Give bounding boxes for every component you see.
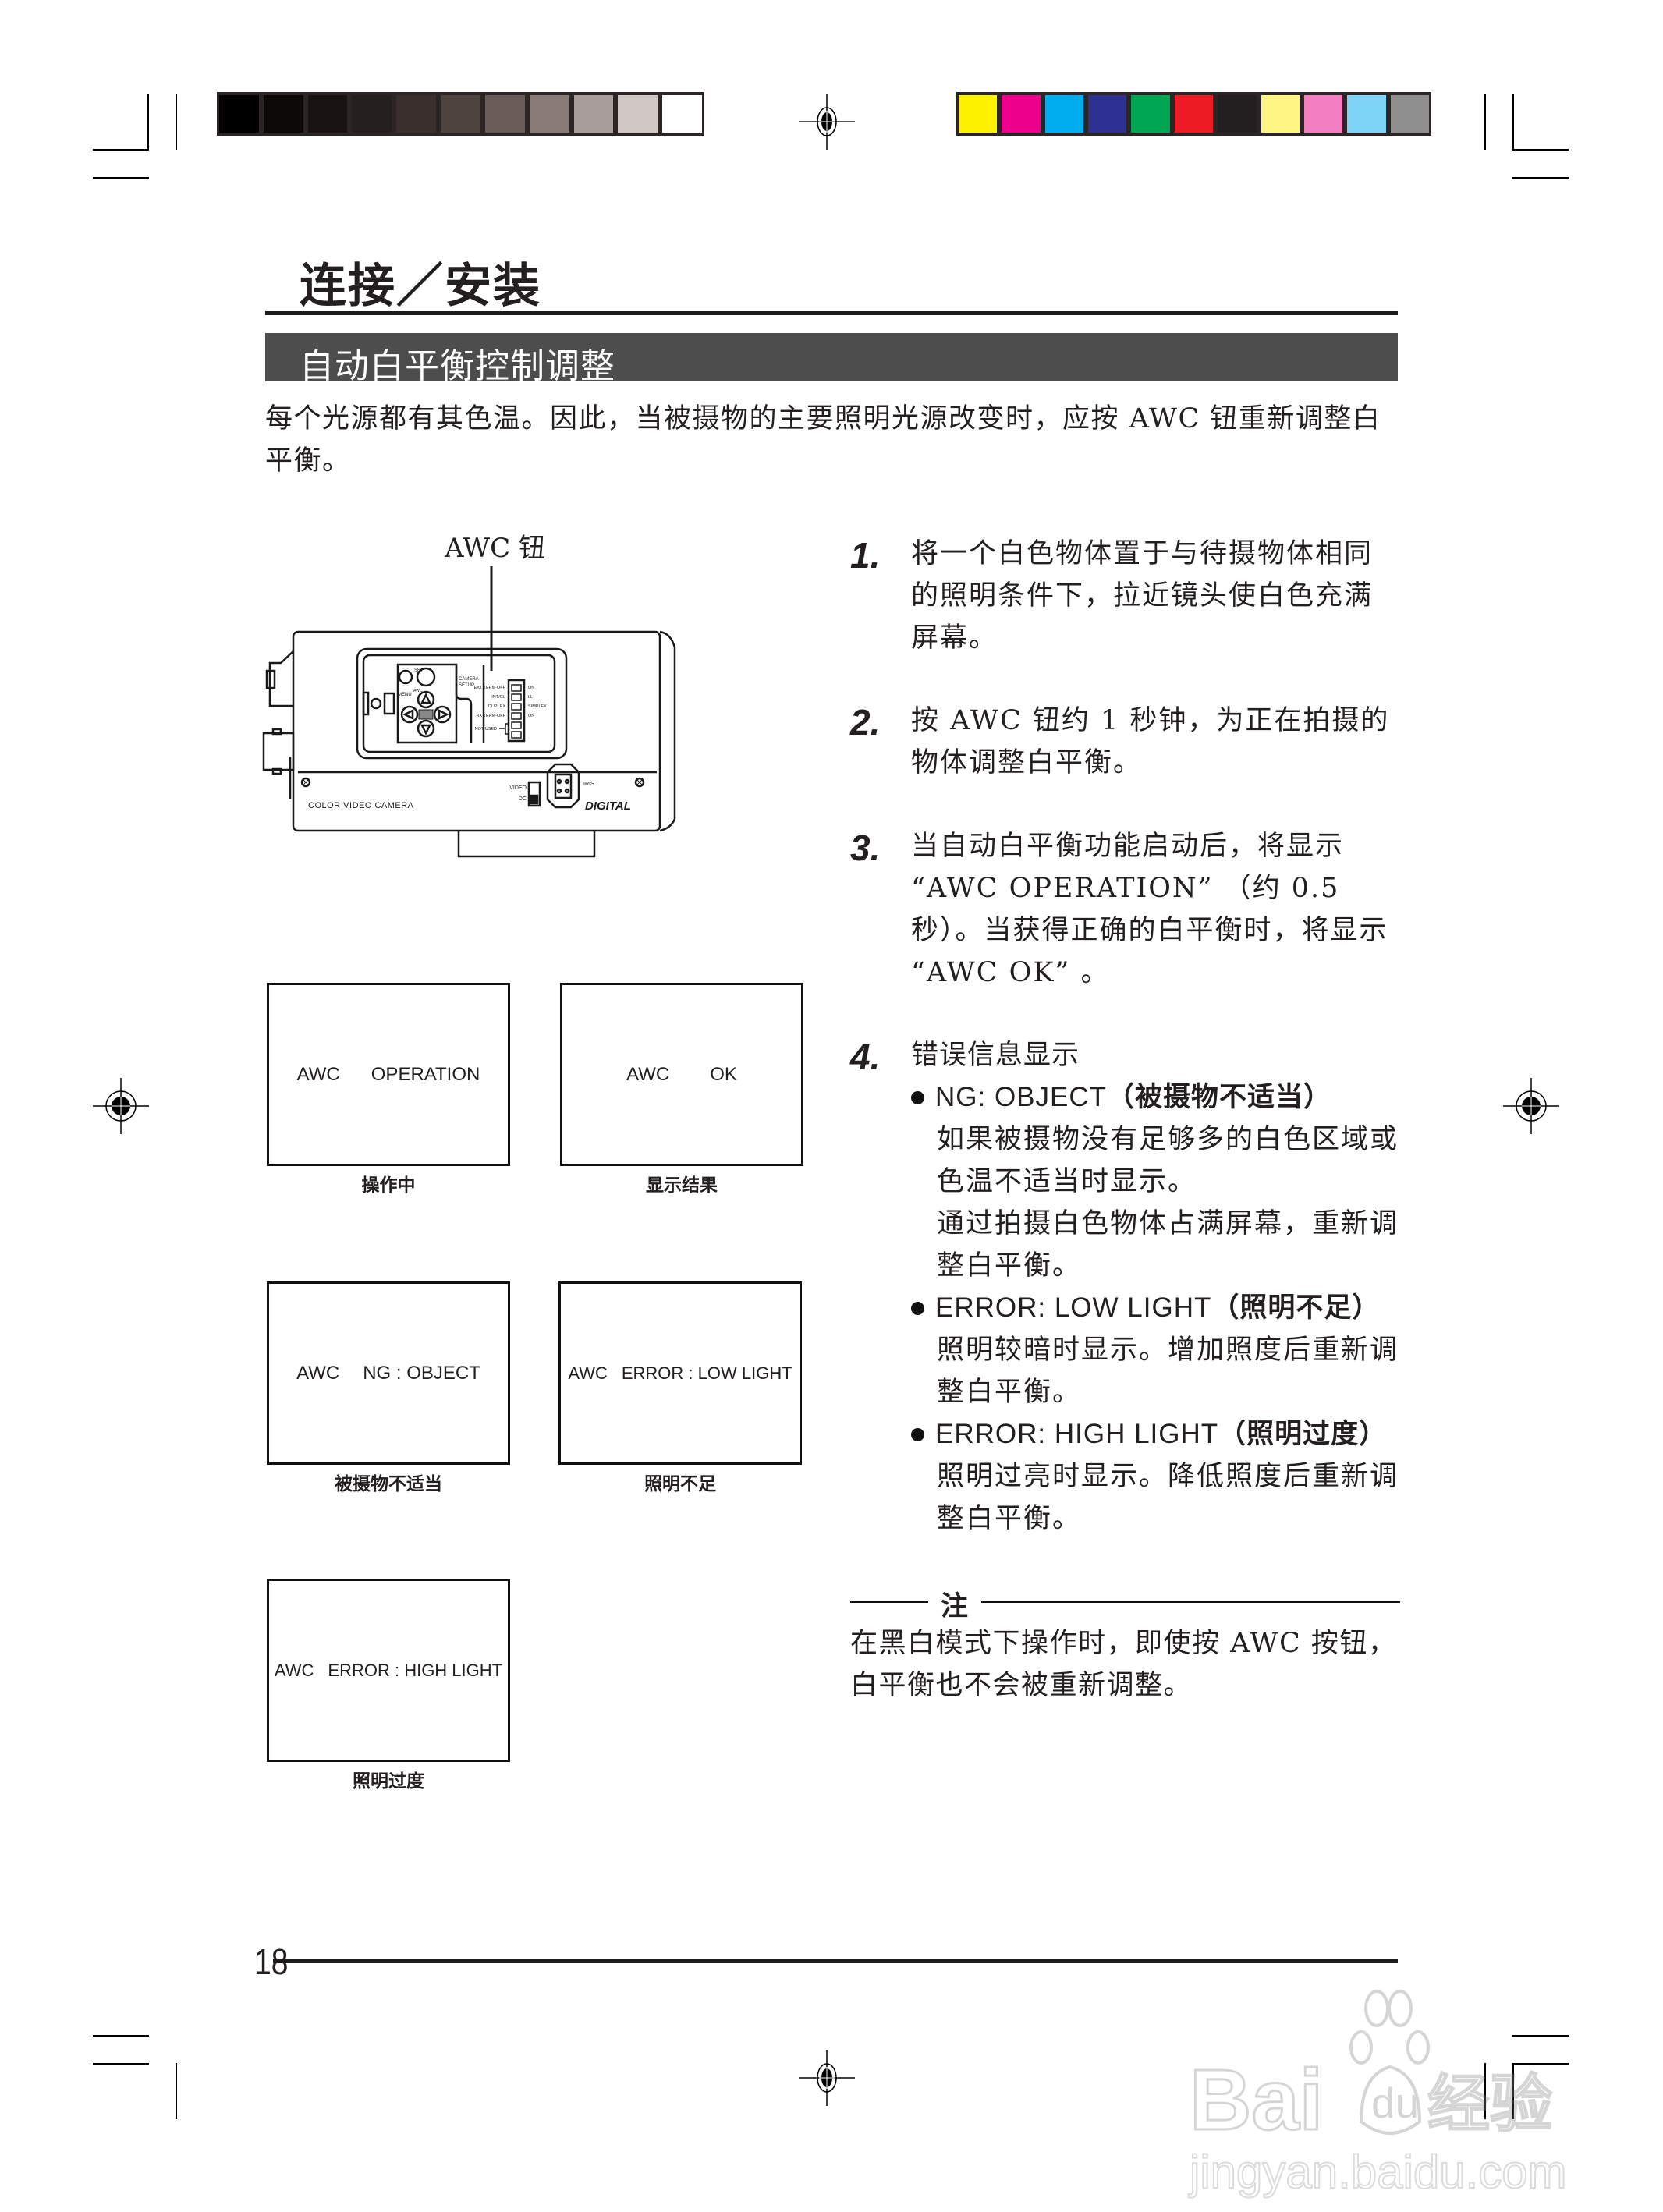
color-swatch: [1303, 95, 1343, 133]
step-text: 将一个白色物体置于与待摄物体相同的照明条件下，拉近镜头使白色充满屏幕。: [911, 538, 1374, 654]
svg-text:SETUP: SETUP: [459, 683, 474, 688]
baidu-watermark-logo: Bai du 经验 jingyan.baidu.com: [1187, 1990, 1568, 2199]
svg-text:jingyan.baidu.com: jingyan.baidu.com: [1188, 2146, 1567, 2198]
color-bar: [956, 92, 1431, 136]
monitor-caption: 照明过度: [353, 1771, 424, 1792]
color-swatch: [573, 95, 614, 133]
monitor-caption: 操作中: [361, 1175, 416, 1196]
svg-text:ON: ON: [528, 714, 534, 718]
step-1: 1. 将一个白色物体置于与待摄物体相同的照明条件下，拉近镜头使白色充满屏幕。: [850, 533, 1400, 659]
svg-text:DC: DC: [519, 796, 527, 802]
svg-text:du: du: [1371, 2079, 1419, 2127]
step-number: 2.: [850, 702, 881, 743]
svg-text:COLOR VIDEO CAMERA: COLOR VIDEO CAMERA: [308, 801, 414, 810]
intro-paragraph: 每个光源都有其色温。因此，当被摄物的主要照明光源改变时，应按 AWC 钮重新调整…: [265, 403, 1381, 477]
footer-rule: [273, 1959, 1398, 1963]
step-3: 3. 当自动白平衡功能启动后，将显示 “AWC OPERATION” （约 0.…: [850, 825, 1400, 994]
color-swatch: [529, 95, 569, 133]
watermark-brand: Bai: [1190, 2052, 1323, 2148]
svg-text:经验: 经验: [1427, 2068, 1552, 2140]
svg-text:INT/GL: INT/GL: [491, 695, 505, 700]
step-2: 2. 按 AWC 钮约 1 秒钟，为正在拍摄的物体调整白平衡。: [850, 700, 1400, 784]
svg-text:DUPLEX: DUPLEX: [488, 704, 505, 709]
bullet-icon: [911, 1427, 924, 1441]
title-rule: [265, 311, 1398, 315]
color-swatch: [441, 95, 480, 133]
awc-button-callout-label: AWC 钮: [445, 533, 545, 564]
svg-text:SIMPLEX: SIMPLEX: [528, 704, 547, 709]
step-text: 按 AWC 钮约 1 秒钟，为正在拍摄的物体调整白平衡。: [911, 705, 1390, 778]
svg-text:LL: LL: [528, 695, 533, 700]
color-swatch: [1131, 95, 1170, 133]
step-text: 错误信息显示: [911, 1040, 1080, 1071]
bullet-icon: [911, 1301, 924, 1315]
svg-text:RX TERM-OFF: RX TERM-OFF: [477, 714, 506, 718]
registration-mark-icon: [799, 94, 855, 150]
color-swatch: [352, 95, 392, 133]
color-swatch: [263, 95, 303, 133]
svg-text:DIGITAL: DIGITAL: [585, 799, 631, 813]
color-swatch: [396, 95, 437, 133]
note-header: 注: [850, 1586, 1400, 1622]
step-number: 4.: [850, 1037, 881, 1077]
color-swatch: [1002, 95, 1041, 133]
svg-text:MENU: MENU: [398, 693, 412, 697]
color-swatch: [1088, 95, 1127, 133]
svg-text:ON: ON: [528, 686, 534, 690]
section-title: 自动白平衡控制调整: [300, 346, 615, 386]
registration-mark-icon: [1503, 1078, 1559, 1134]
page-title: 连接／安装: [300, 259, 541, 314]
color-swatch: [484, 95, 525, 133]
color-swatch: [1174, 95, 1214, 133]
color-swatch: [1044, 95, 1084, 133]
color-swatch: [1261, 95, 1300, 133]
svg-text:IRIS: IRIS: [583, 782, 594, 787]
svg-text:SET: SET: [414, 668, 424, 673]
svg-text:CAMERA: CAMERA: [459, 677, 479, 682]
monitor-caption: 被摄物不适当: [335, 1474, 442, 1494]
step-number: 1.: [850, 535, 881, 576]
svg-text:NOT USED: NOT USED: [475, 727, 497, 732]
svg-text:EXT TERM-OFF: EXT TERM-OFF: [474, 686, 506, 690]
monitor-caption: 照明不足: [644, 1474, 716, 1494]
color-swatch: [959, 95, 998, 133]
monitor-caption: 显示结果: [646, 1175, 718, 1196]
step-4: 4. 错误信息显示 NG: OBJECT（被摄物不适当） 如果被摄物没有足够多的…: [850, 1034, 1400, 1540]
error-high-light: ERROR: HIGH LIGHT（照明过度） 照明过亮时显示。降低照度后重新调…: [911, 1413, 1400, 1540]
bullet-icon: [911, 1090, 924, 1104]
color-swatch: [1347, 95, 1386, 133]
camera-diagram: SET AWC MENU CAMERA SETUP EXT TERM-OFF I…: [262, 566, 676, 858]
grayscale-bar: [217, 92, 704, 136]
section-header: 自动白平衡控制调整: [265, 333, 1398, 386]
svg-text:VIDEO: VIDEO: [509, 785, 527, 791]
svg-text:AWC: AWC: [413, 689, 423, 693]
color-swatch: [1218, 95, 1257, 133]
step-text: 当自动白平衡功能启动后，将显示 “AWC OPERATION” （约 0.5 秒…: [911, 831, 1388, 988]
color-swatch: [219, 95, 259, 133]
note-text: 在黑白模式下操作时，即使按 AWC 按钮，白平衡也不会被重新调整。: [850, 1628, 1397, 1701]
step-number: 3.: [850, 828, 881, 868]
registration-mark-icon: [93, 1078, 149, 1134]
color-swatch: [662, 95, 702, 133]
note-label: 注: [941, 1591, 969, 1622]
color-swatch: [618, 95, 658, 133]
error-low-light: ERROR: LOW LIGHT（照明不足） 照明较暗时显示。增加照度后重新调整…: [911, 1287, 1400, 1413]
color-swatch: [1390, 95, 1429, 133]
error-ng-object: NG: OBJECT（被摄物不适当） 如果被摄物没有足够多的白色区域或色温不适当…: [911, 1076, 1400, 1287]
color-swatch: [307, 95, 348, 133]
registration-mark-icon: [799, 2050, 855, 2106]
